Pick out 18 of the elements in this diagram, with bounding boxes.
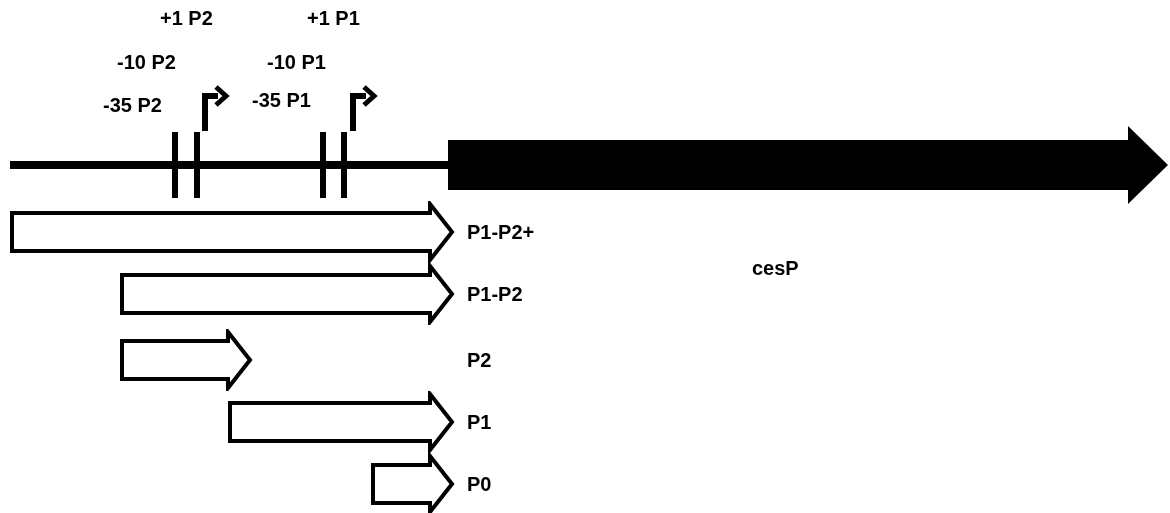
promoter-label: -35 P1 <box>252 90 311 110</box>
transcript-label: P1 <box>467 412 492 432</box>
transcript-label: P2 <box>467 350 492 370</box>
transcript-fragment <box>119 329 253 391</box>
transcript-fragment <box>119 263 455 325</box>
promoter-label: -10 P2 <box>117 52 176 72</box>
transcript-label: P0 <box>467 474 492 494</box>
transcript-fragment <box>227 391 455 453</box>
transcript-label: P1-P2+ <box>467 222 535 242</box>
promoter-label: +1 P1 <box>307 8 360 28</box>
gene-name: cesP <box>752 258 799 278</box>
transcript-fragment <box>9 201 455 263</box>
transcript-fragment <box>370 453 455 513</box>
promoter-label: +1 P2 <box>160 8 213 28</box>
promoter-label: -35 P2 <box>103 95 162 115</box>
transcript-label: P1-P2 <box>467 284 523 304</box>
gene-body <box>445 123 1170 207</box>
promoter-label: -10 P1 <box>267 52 326 72</box>
